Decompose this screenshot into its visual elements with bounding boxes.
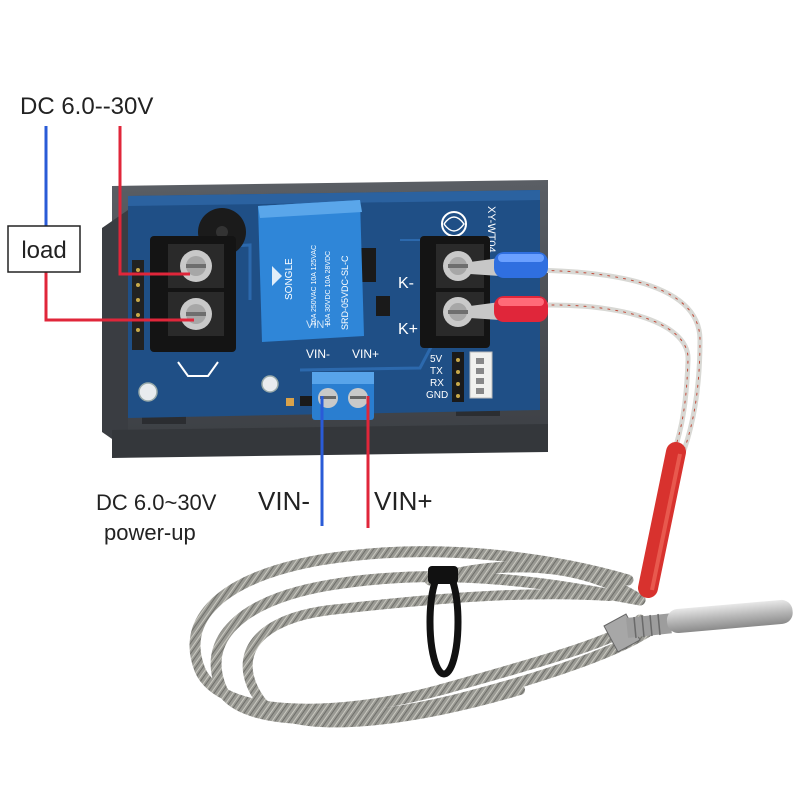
supply-voltage-top-label: DC 6.0--30V [20, 93, 153, 120]
cable-tie [426, 566, 462, 678]
pcb-vin-minus-label: VIN- [306, 347, 330, 361]
pin-label-5v: 5V [430, 354, 443, 365]
load-wire-red-return [44, 272, 194, 322]
relay: SONGLE 10A 250VAC 10A 125VAC 10A 30VDC 1… [258, 200, 364, 342]
load-terminal-block [150, 236, 236, 377]
screw [443, 297, 473, 327]
vin-minus-label: VIN- [258, 486, 310, 516]
serial-pin-header [452, 352, 464, 402]
heat-shrink-sleeve [638, 442, 686, 598]
side-pin-header [132, 260, 144, 350]
jst-connector [469, 351, 493, 399]
mounting-hole [138, 382, 158, 402]
pin-label-rx: RX [430, 378, 444, 389]
relay-model: SRD-05VDC-SL-C [340, 255, 350, 330]
screw [443, 251, 473, 281]
load-label: load [21, 237, 66, 264]
mounting-hole [261, 375, 279, 393]
power-wiring [320, 396, 370, 528]
k-minus-label: K- [398, 275, 414, 292]
pin-label-tx: TX [430, 366, 443, 377]
screw [180, 250, 212, 282]
sensor-terminal-block [420, 236, 490, 348]
relay-rating-1: 10A 250VAC 10A 125VAC [311, 245, 318, 326]
power-terminal-block [312, 372, 374, 420]
k-plus-label: K+ [398, 321, 418, 338]
red-ring-terminal [470, 296, 548, 322]
load-wire-red-supply [118, 126, 190, 276]
pin-label-gnd: GND [426, 390, 448, 401]
screw [180, 298, 212, 330]
relay-rating-2: 10A 30VDC 10A 28VDC [325, 251, 332, 326]
load-wiring [44, 126, 194, 322]
relay-silkscreen: VIN+ [306, 319, 331, 331]
relay-brand: SONGLE [284, 258, 295, 300]
pcb-vin-plus-label: VIN+ [352, 347, 379, 361]
vin-plus-label: VIN+ [374, 486, 433, 516]
temperature-probe [603, 599, 793, 653]
load-box [7, 225, 81, 273]
supply-voltage-bottom-label: DC 6.0~30V [96, 490, 217, 515]
power-up-label: power-up [104, 520, 196, 545]
blue-ring-terminal [470, 252, 548, 278]
